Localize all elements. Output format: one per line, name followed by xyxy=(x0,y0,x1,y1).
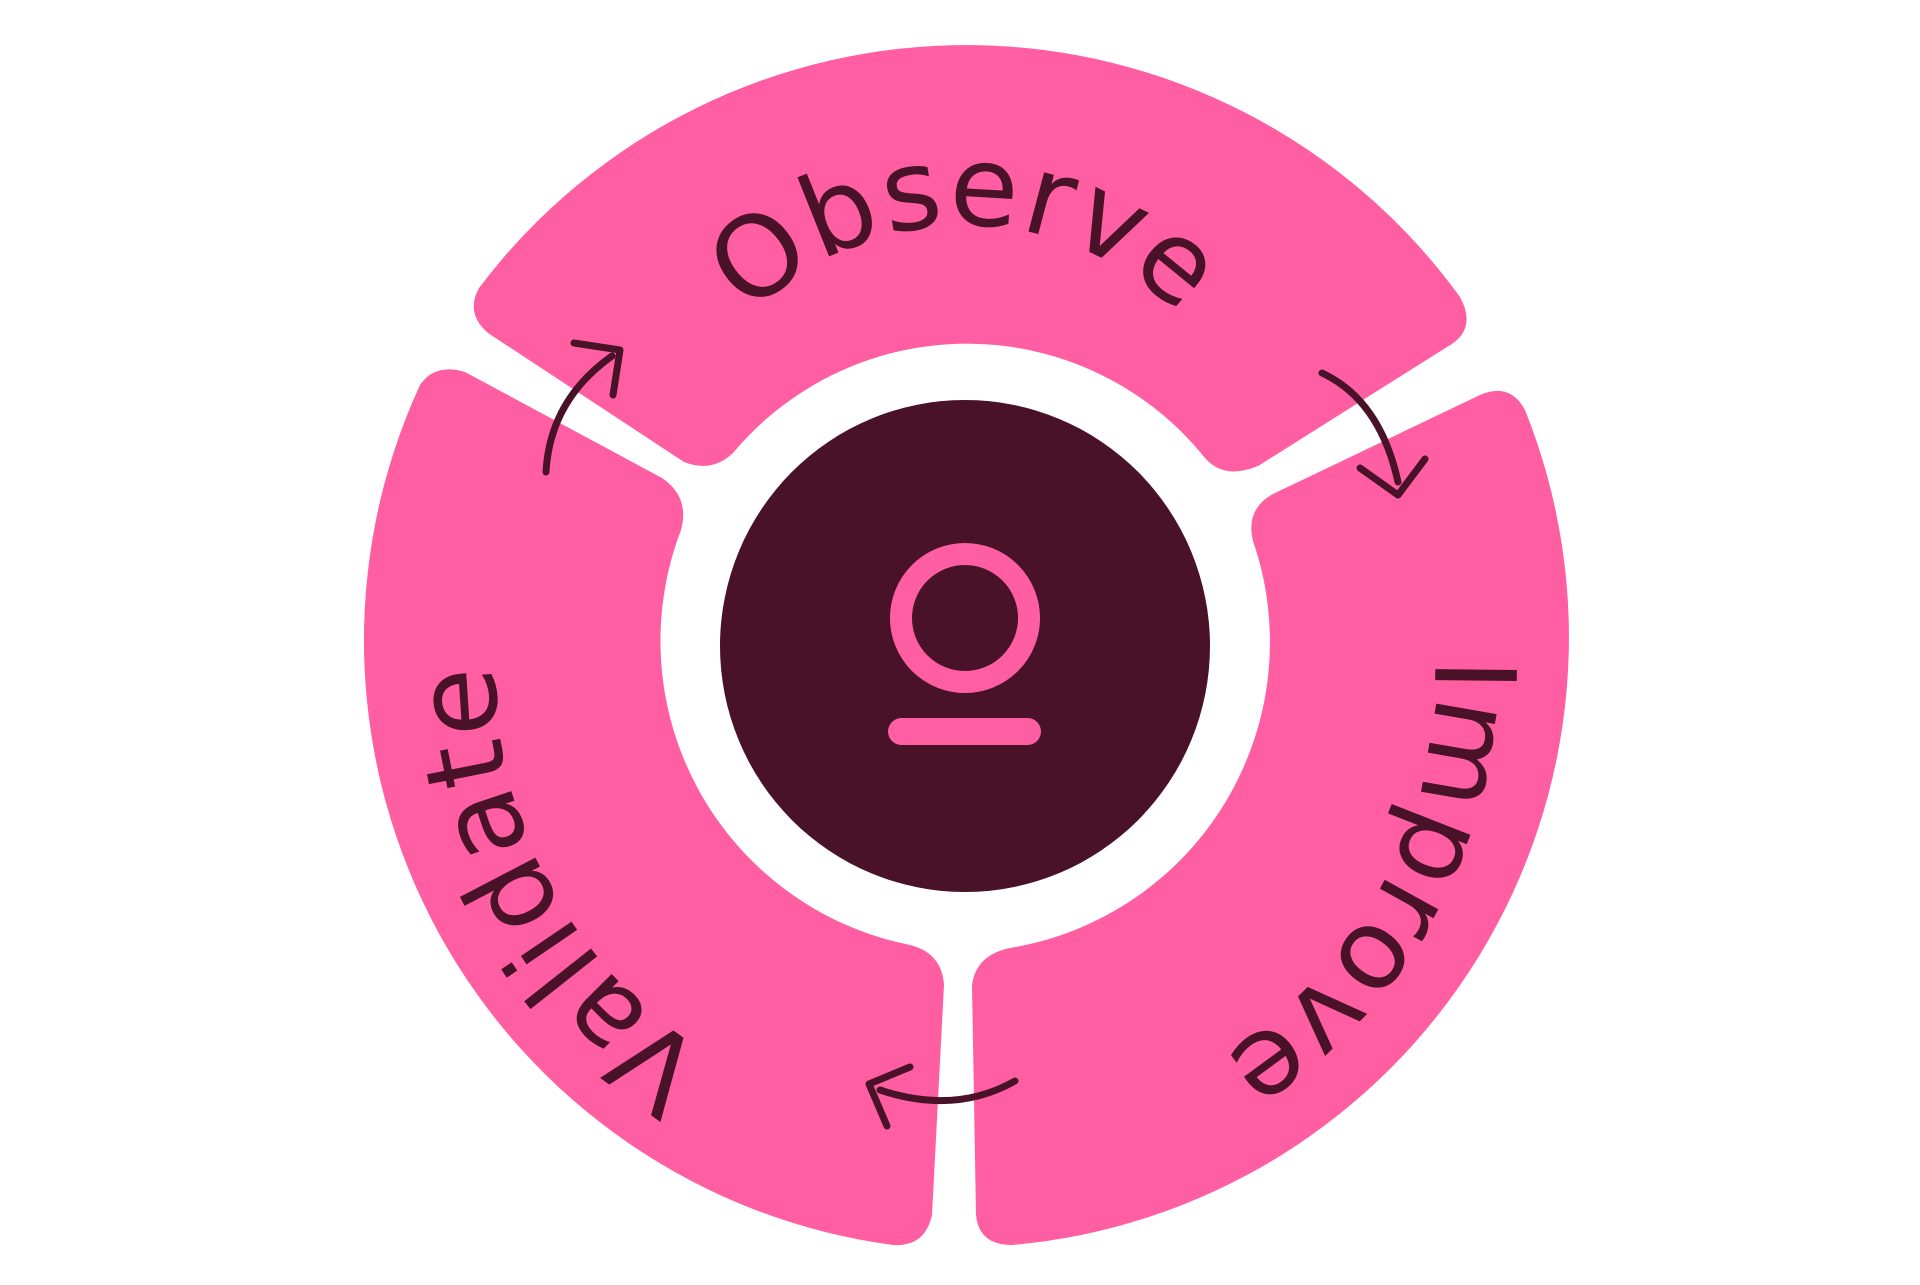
hub xyxy=(720,400,1210,892)
segment-observe: Observe xyxy=(473,45,1467,472)
segment-improve-shape xyxy=(972,390,1569,1245)
curved-arrow-icon xyxy=(1318,369,1429,499)
segment-observe-shape xyxy=(473,45,1467,472)
hub-circle xyxy=(720,400,1210,892)
curved-arrow-icon xyxy=(542,339,624,476)
curved-arrow-icon xyxy=(865,1063,1019,1130)
user-icon xyxy=(888,543,1041,745)
segment-validate-shape xyxy=(363,369,944,1246)
